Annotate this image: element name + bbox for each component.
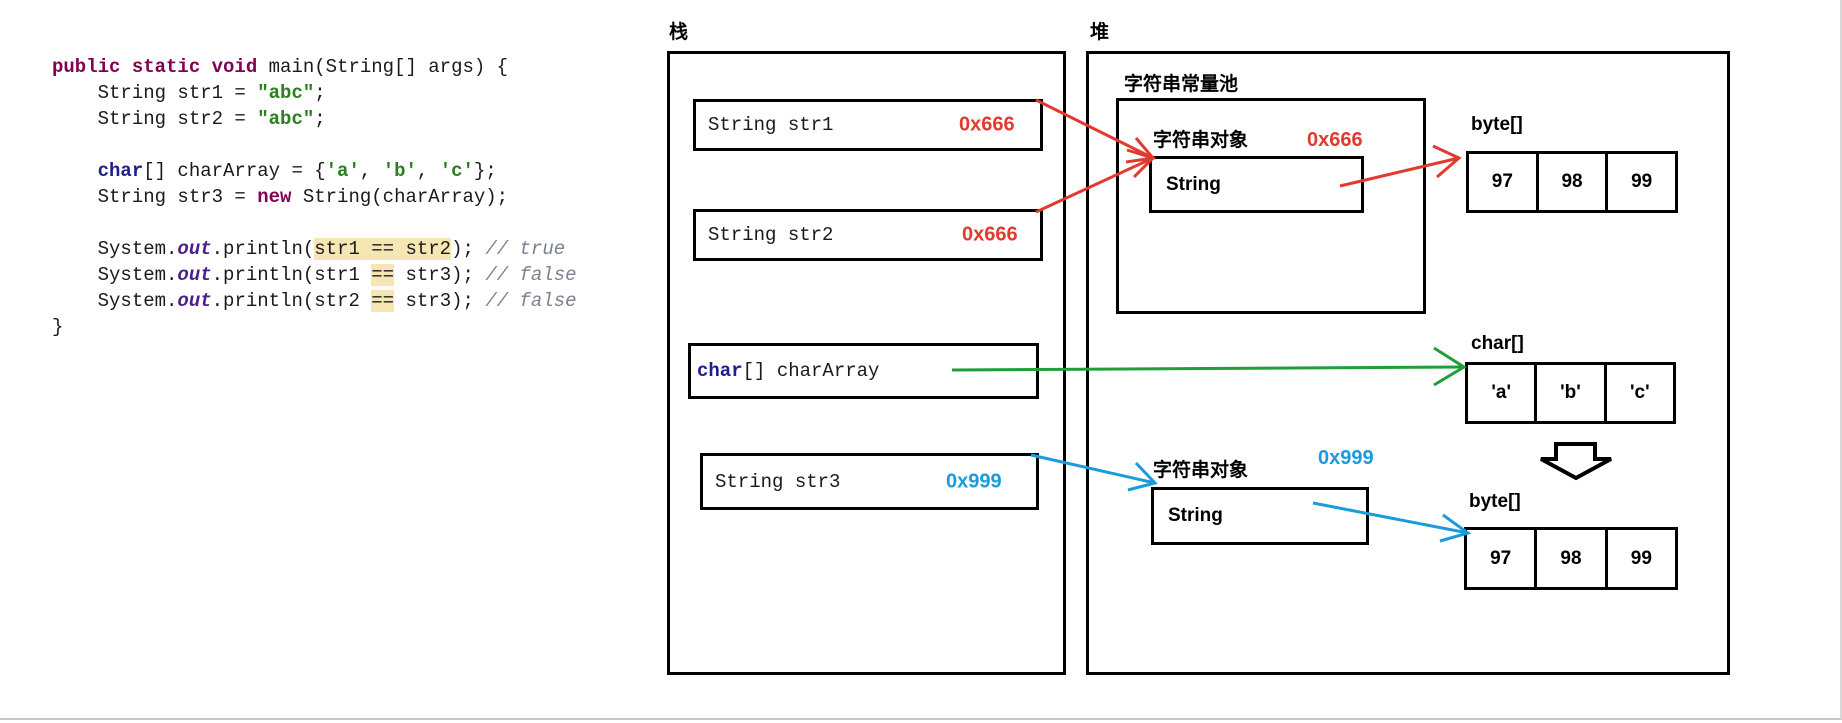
stack-var-str3: String str3 0x999 (700, 453, 1039, 510)
arrow-object-to-byte-array (1312, 501, 1472, 543)
code-line: System.out.println(str1 == str3); // fal… (52, 264, 577, 286)
pool-object-address: 0x666 (1307, 129, 1363, 151)
array-cell: 98 (1539, 154, 1609, 210)
pool-title: 字符串常量池 (1124, 74, 1239, 95)
stack-var-str1: String str1 0x666 (693, 99, 1043, 151)
arrow-str3-to-object (1030, 453, 1158, 492)
arrow-chararray-to-char-array (951, 346, 1467, 387)
object-address-2: 0x999 (1318, 447, 1374, 469)
byte-array-2: 97 98 99 (1464, 527, 1678, 590)
byte-array-1: 97 98 99 (1466, 151, 1678, 213)
var-address: 0x999 (946, 470, 1002, 492)
arrow-pool-to-byte-array (1339, 144, 1462, 188)
var-address: 0x666 (959, 113, 1015, 136)
byte-array-label-2: byte[] (1469, 491, 1521, 512)
code-line: } (52, 316, 64, 338)
array-cell: 'a' (1468, 365, 1538, 421)
var-name: char[] charArray (697, 360, 880, 382)
array-cell: 'b' (1537, 365, 1607, 421)
array-cell: 97 (1467, 530, 1538, 587)
code-line: String str3 = new String(charArray); (52, 186, 509, 208)
array-cell: 99 (1631, 171, 1653, 192)
string-object-2: String (1151, 487, 1369, 545)
object-type: String (1168, 505, 1223, 526)
array-cell: 98 (1537, 530, 1608, 587)
byte-array-label-1: byte[] (1471, 114, 1523, 135)
arrow-str2-to-pool (1035, 148, 1156, 214)
array-cell: 99 (1630, 547, 1652, 569)
stack-title: 栈 (669, 22, 689, 43)
object-type: String (1166, 173, 1221, 195)
array-cell: 'c' (1630, 382, 1650, 403)
code-line: String str2 = "abc"; (52, 108, 326, 130)
var-name: String str1 (708, 114, 834, 136)
stack-var-str2: String str2 0x666 (693, 209, 1043, 261)
char-array-label: char[] (1471, 333, 1524, 354)
code-line: System.out.println(str2 == str3); // fal… (52, 290, 577, 312)
heap-title: 堆 (1090, 22, 1110, 43)
var-name: String str3 (715, 470, 841, 493)
code-line: String str1 = "abc"; (52, 82, 326, 104)
down-arrow-icon (1540, 442, 1612, 481)
code-listing: public static void main(String[] args) {… (52, 54, 577, 340)
code-line: System.out.println(str1 == str2); // tru… (52, 238, 566, 260)
code-line: char[] charArray = {'a', 'b', 'c'}; (97, 160, 497, 182)
array-cell: 97 (1469, 154, 1539, 210)
var-address: 0x666 (962, 223, 1018, 246)
pool-string-object: String (1149, 156, 1364, 213)
object-label-2: 字符串对象 (1153, 460, 1249, 481)
pool-object-label: 字符串对象 (1153, 130, 1249, 151)
code-line: public static void main(String[] args) { (52, 56, 509, 78)
char-array: 'a' 'b' 'c' (1465, 362, 1676, 424)
var-name: String str2 (708, 224, 834, 246)
